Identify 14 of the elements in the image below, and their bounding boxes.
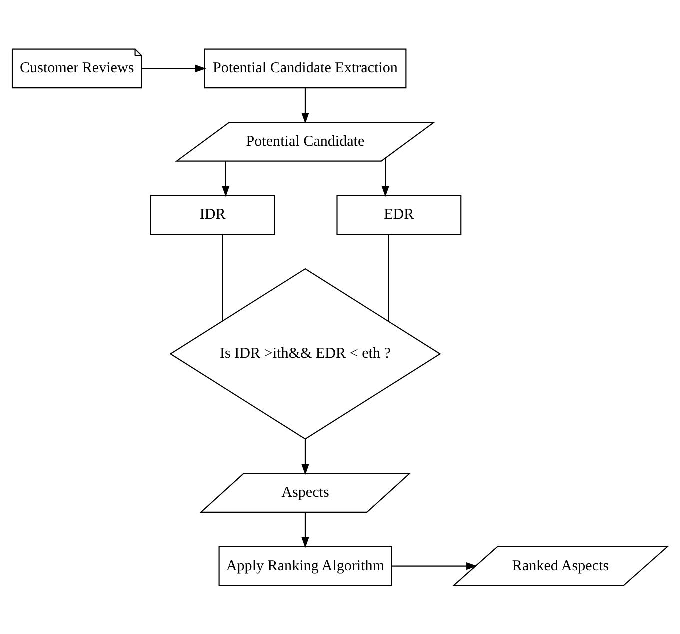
- connector: [388, 234, 390, 321]
- arrow: [302, 88, 310, 124]
- arrow: [222, 161, 230, 197]
- node-box: Potential Candidate Extraction: [204, 48, 407, 88]
- connector: [222, 234, 224, 321]
- arrow: [392, 562, 478, 570]
- arrow: [302, 438, 310, 475]
- arrow: [382, 158, 390, 197]
- node-diamond: Is IDR >ith&& EDR < eth ?: [170, 268, 442, 440]
- arrow: [302, 512, 310, 548]
- node-box: IDR: [150, 194, 276, 235]
- node-box: EDR: [336, 194, 462, 235]
- node-box: Apply Ranking Algorithm: [218, 546, 392, 586]
- arrow: [142, 64, 206, 72]
